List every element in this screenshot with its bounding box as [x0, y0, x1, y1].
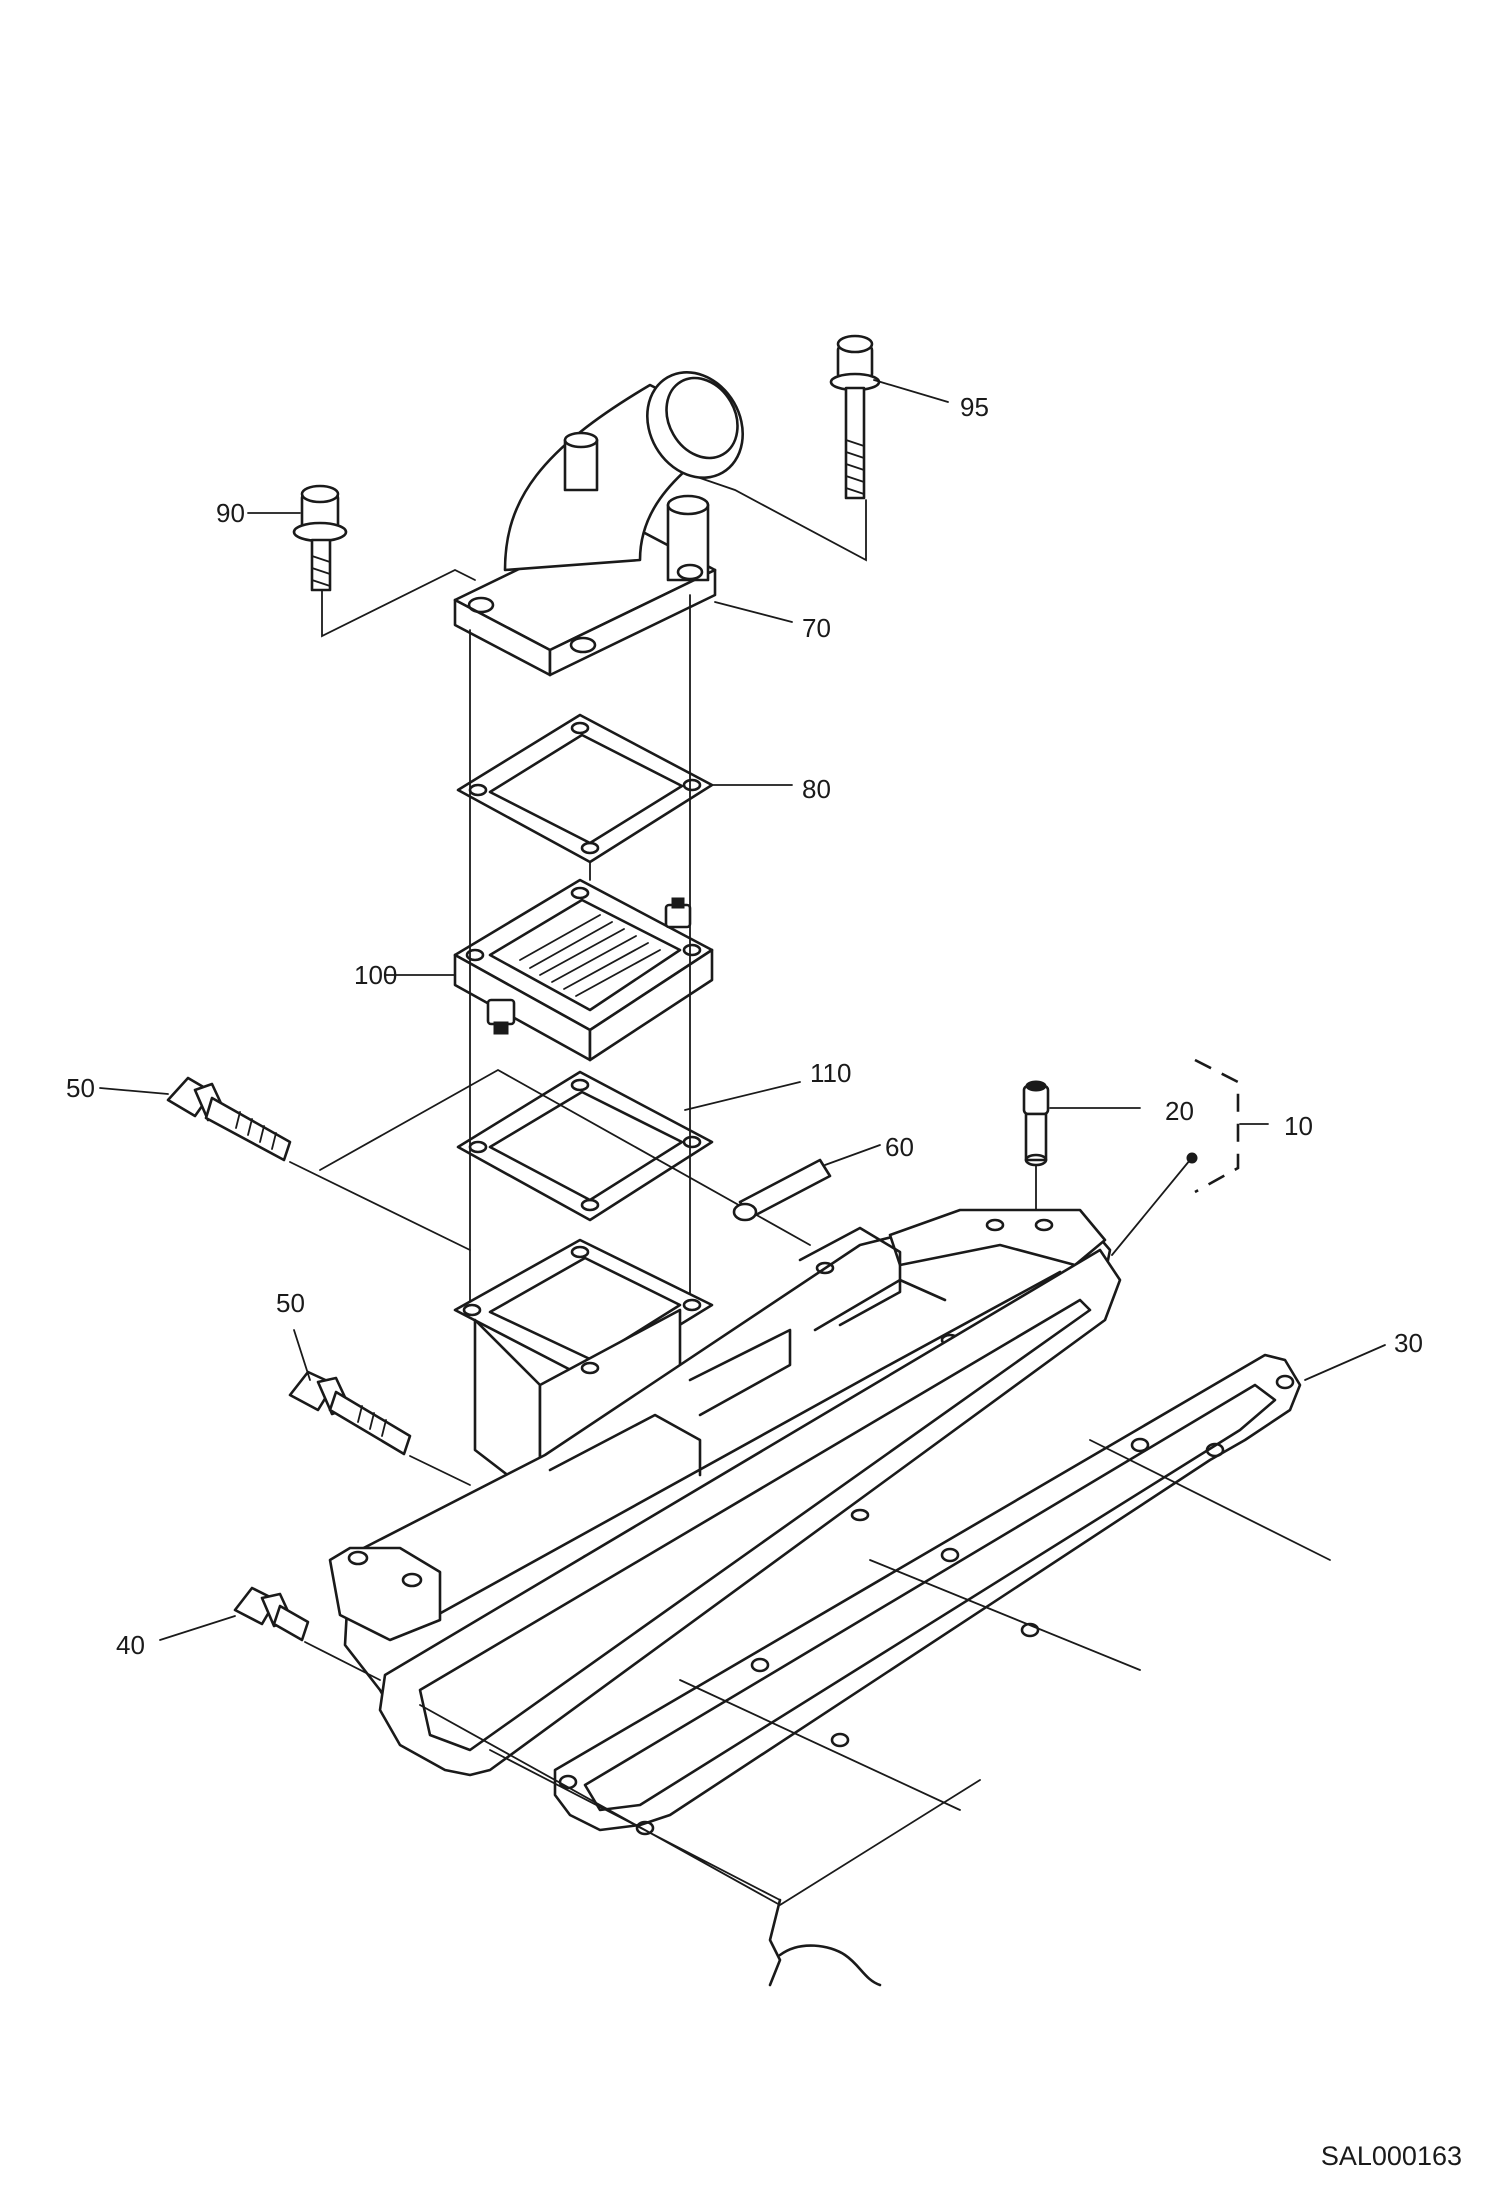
- leader-50-upper: [99, 1087, 169, 1095]
- manifold-callout-dot: [1186, 1152, 1198, 1164]
- callout-30: 30: [1394, 1328, 1423, 1358]
- bolt-50-lower: [288, 1370, 412, 1456]
- callout-10: 10: [1284, 1111, 1313, 1141]
- callout-70: 70: [802, 613, 831, 643]
- bolt-50-upper-alignment: [289, 1068, 811, 1251]
- bolt-50-lower-alignment: [409, 1455, 471, 1486]
- elbow-housing-70: [453, 371, 744, 677]
- callout-90: 90: [216, 498, 245, 528]
- leader-110: [684, 1081, 801, 1111]
- bolt-40: [233, 1586, 310, 1642]
- callout-60: 60: [885, 1132, 914, 1162]
- leader-70: [714, 601, 793, 623]
- callout-50-upper: 50: [66, 1073, 95, 1103]
- leader-manifold-dot: [1111, 1159, 1191, 1256]
- pin-60: [732, 1158, 832, 1222]
- bolt-50-upper: [166, 1076, 292, 1162]
- gasket-80: [456, 713, 714, 864]
- intake-manifold: [328, 1208, 1122, 1777]
- intake-heater-100: [453, 878, 714, 1062]
- callout-40: 40: [116, 1630, 145, 1660]
- drawing-id: SAL000163: [1320, 2141, 1462, 2171]
- leader-40: [159, 1615, 236, 1641]
- bolt-40-alignment: [304, 1641, 381, 1681]
- callout-80: 80: [802, 774, 831, 804]
- leader-50-lower: [293, 1329, 311, 1381]
- gasket-110: [456, 1070, 714, 1222]
- glow-plug-20: [1022, 1080, 1050, 1167]
- callout-110: 110: [810, 1058, 852, 1088]
- leader-30: [1304, 1344, 1386, 1381]
- leader-95: [873, 379, 949, 403]
- bolt-90-alignment-line: [321, 568, 476, 638]
- manifold-gasket-30: [553, 1353, 1302, 1836]
- bolt-90: [292, 484, 348, 592]
- bolt-95-alignment-line: [699, 477, 867, 562]
- cylinder-head-alignment-lines: [419, 1439, 1331, 1907]
- callout-95: 95: [960, 392, 989, 422]
- callout-50-lower: 50: [276, 1288, 305, 1318]
- bolt-95: [829, 334, 881, 500]
- group-bracket-10: [1194, 1058, 1240, 1194]
- callout-100: 100: [354, 960, 398, 990]
- leader-60: [824, 1144, 881, 1166]
- cylinder-head-outline: [768, 1898, 882, 1987]
- callout-20: 20: [1165, 1096, 1194, 1126]
